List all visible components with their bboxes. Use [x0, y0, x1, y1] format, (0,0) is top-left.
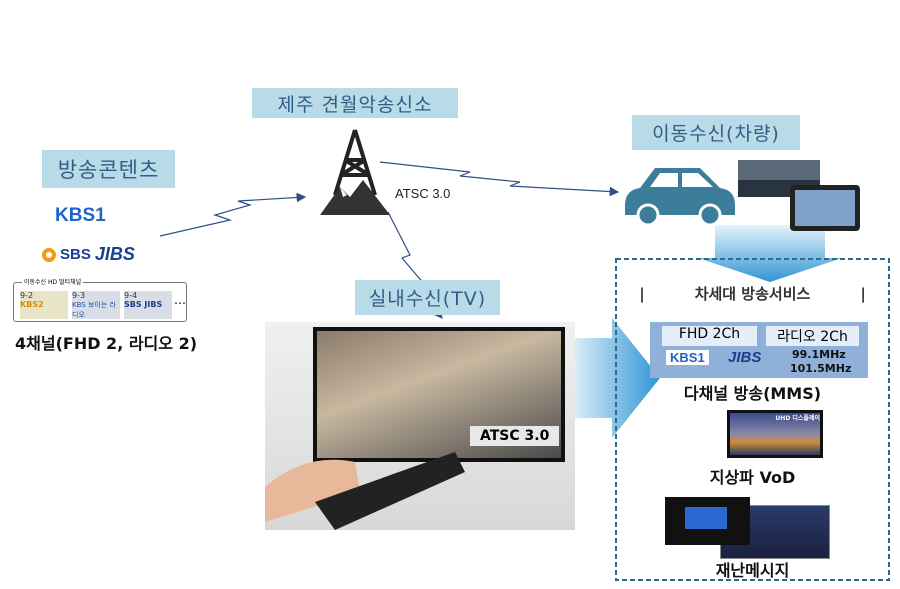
right-arrow [568, 318, 660, 438]
freq-1: 99.1MHz [792, 348, 846, 361]
tv-photo: ATSC 3.0 [265, 322, 575, 530]
mms-kbs-logo: KBS1 [666, 350, 709, 365]
more-ellipsis: … [174, 293, 186, 307]
sbs-jibs-logo: SBS JIBS [42, 244, 135, 265]
car-devices-icon [625, 160, 860, 231]
fhd-label: FHD 2Ch [662, 326, 757, 346]
indoor-title: 실내수신(TV) [355, 280, 500, 315]
remote-hand-icon [265, 452, 465, 530]
mms-jibs-logo: JIBS [728, 349, 762, 366]
sbs-circle-icon [42, 247, 56, 262]
alert-caption: 재난메시지 [715, 561, 790, 580]
kbs1-logo: KBS1 [55, 205, 106, 226]
transmitter-title: 제주 견월악송신소 [252, 88, 458, 118]
mms-box: FHD 2Ch 라디오 2Ch KBS1 JIBS 99.1MHz 101.5M… [650, 322, 868, 378]
tower-icon [320, 129, 390, 215]
vod-caption: 지상파 VoD [709, 468, 796, 487]
mobile-title: 이동수신(차량) [632, 115, 800, 150]
content-title: 방송콘텐츠 [42, 150, 175, 188]
vod-tv: UHD 디스플레이 [727, 410, 823, 458]
atsc-label: ATSC 3.0 [395, 186, 451, 201]
sbs-text: SBS [60, 246, 91, 263]
radio-label: 라디오 2Ch [766, 326, 859, 346]
mms-caption: 다채널 방송(MMS) [683, 384, 822, 403]
tv-atsc-label: ATSC 3.0 [470, 426, 560, 446]
alert-screen-1 [665, 497, 750, 545]
channel-summary: 4채널(FHD 2, 라디오 2) [15, 334, 198, 353]
freq-2: 101.5MHz [790, 362, 852, 375]
channel-box-caption: 이동수신 HD 멀티채널 [22, 277, 84, 286]
services-title: |차세대 방송서비스| [639, 285, 866, 303]
link-content-to-tower [159, 192, 307, 237]
services-dashed-box [615, 258, 890, 581]
down-arrow [698, 225, 842, 282]
jibs-text: JIBS [94, 244, 135, 264]
link-tower-to-car [379, 161, 620, 197]
